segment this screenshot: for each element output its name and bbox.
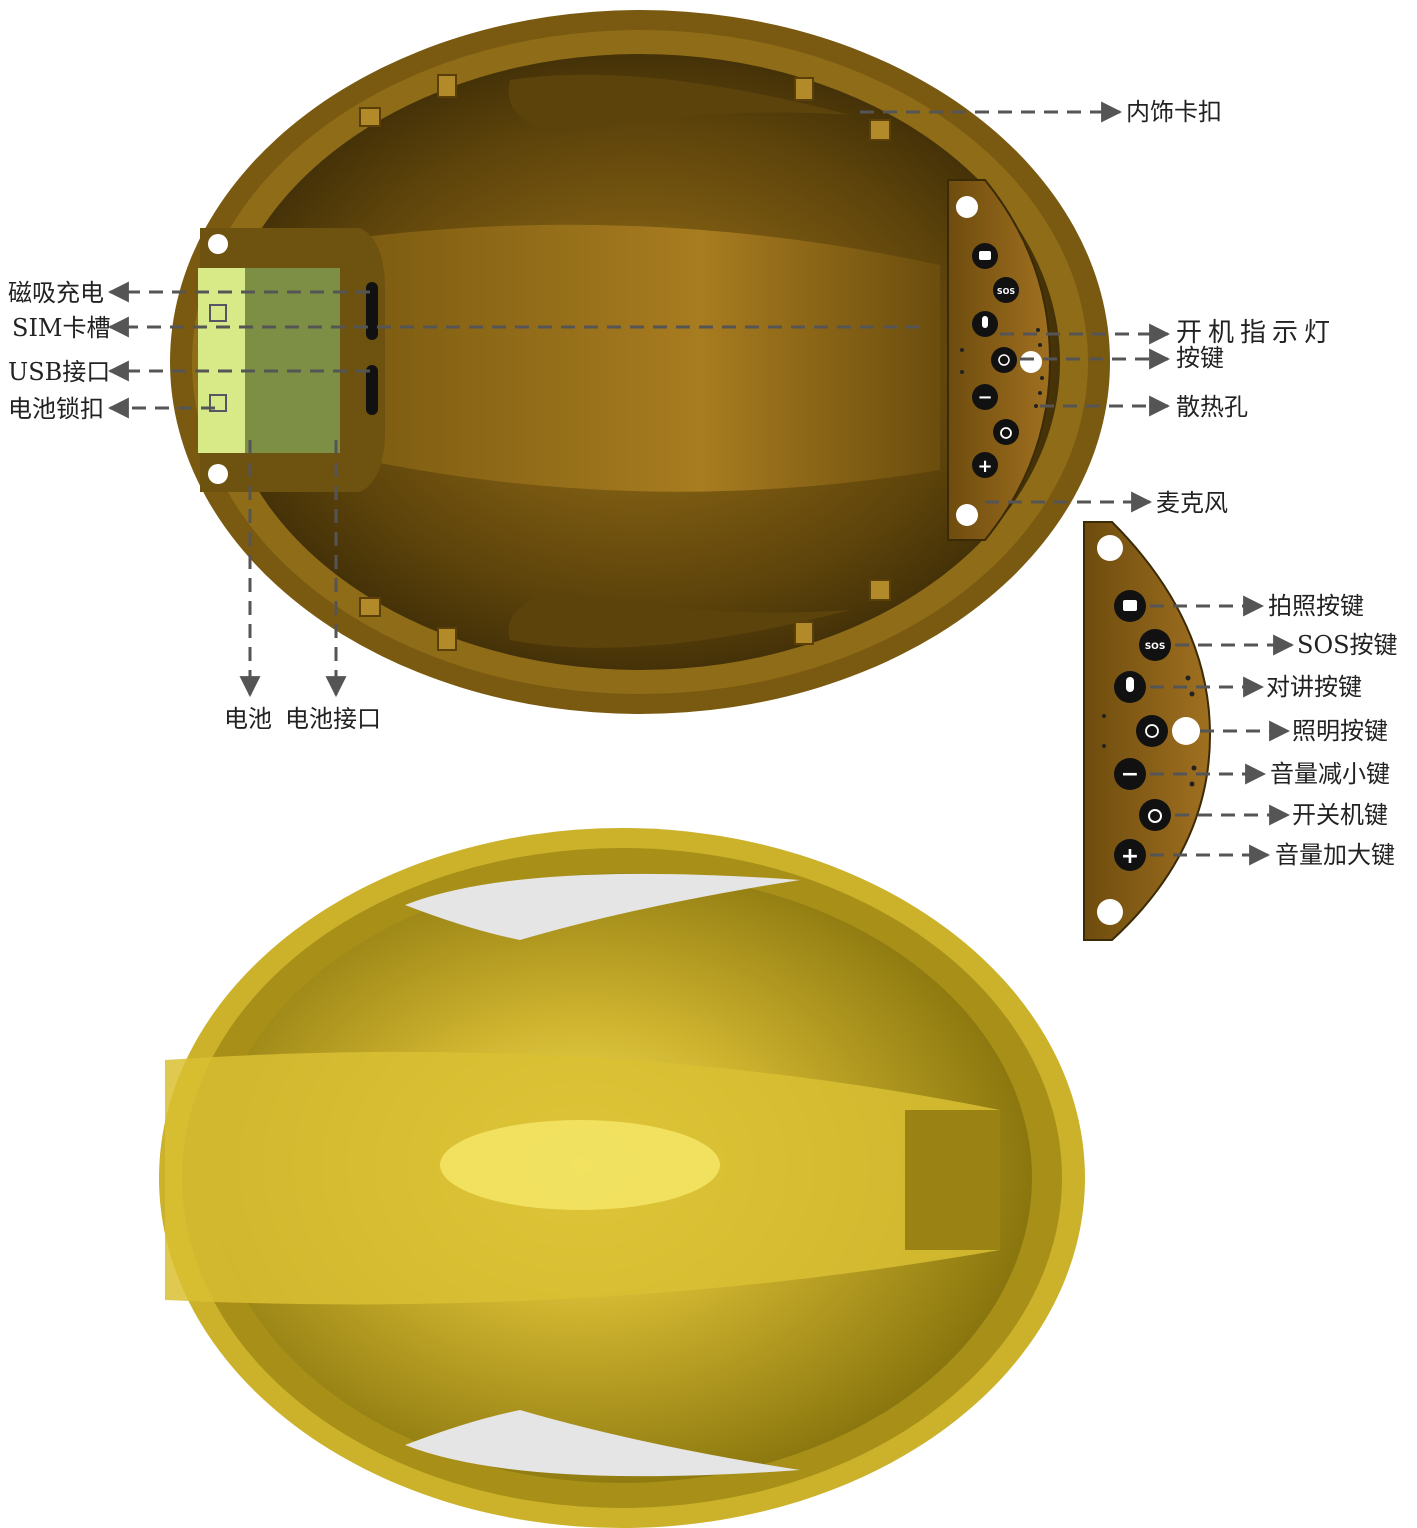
trim-clip — [360, 108, 380, 126]
button-hole — [1020, 351, 1042, 373]
light-icon — [991, 347, 1017, 373]
label-microphone: 麦克风 — [1156, 489, 1228, 517]
label-photo-button: 拍照按键 — [1268, 592, 1364, 620]
button-hole — [1172, 717, 1200, 745]
label-buttons: 按键 — [1176, 344, 1224, 372]
helmet-inner-view: SOS − + — [170, 10, 1110, 714]
microphone-icon-glyph — [982, 316, 988, 328]
label-power-button: 开关机键 — [1292, 801, 1388, 829]
power-icon — [1139, 799, 1171, 831]
sos-label: SOS — [997, 287, 1016, 296]
trim-clip — [438, 75, 456, 97]
minus-glyph: − — [977, 387, 992, 408]
label-battery: 电池 — [224, 705, 272, 733]
battery-pack — [245, 268, 340, 453]
trim-clip — [795, 622, 813, 644]
mount-hole — [1097, 899, 1123, 925]
trim-clip — [870, 120, 890, 140]
battery-lock-strip — [198, 268, 248, 453]
label-trim-clip: 内饰卡扣 — [1126, 98, 1222, 126]
minus-glyph: − — [1121, 762, 1139, 787]
microphone-icon-glyph — [1126, 677, 1134, 692]
center-ridge — [340, 225, 940, 492]
label-light-button: 照明按键 — [1292, 717, 1388, 745]
trim-clip — [360, 598, 380, 616]
dome-highlight — [440, 1120, 720, 1210]
plus-glyph: + — [1121, 844, 1139, 869]
mount-hole — [956, 504, 978, 526]
camera-icon-glyph — [1123, 600, 1137, 611]
power-icon — [993, 419, 1019, 445]
label-volume-up: 音量加大键 — [1275, 841, 1395, 869]
panel-detail: SOS − + — [1084, 522, 1210, 940]
label-vent-holes: 散热孔 — [1176, 393, 1248, 421]
label-sos-button: SOS按键 — [1297, 631, 1398, 659]
trim-clip — [795, 78, 813, 100]
mount-hole — [956, 196, 978, 218]
trim-clip — [870, 580, 890, 600]
label-battery-port: 电池接口 — [285, 705, 381, 733]
label-sim-slot: SIM卡槽 — [12, 314, 111, 342]
mount-hole — [1097, 535, 1123, 561]
helmet-outer-view — [159, 828, 1085, 1528]
trim-clip — [438, 628, 456, 650]
light-icon — [1136, 715, 1168, 747]
label-talk-button: 对讲按键 — [1266, 673, 1362, 701]
mount-hole — [208, 234, 228, 254]
label-battery-lock: 电池锁扣 — [8, 395, 104, 423]
label-volume-down: 音量减小键 — [1270, 760, 1390, 788]
mount-hole — [208, 464, 228, 484]
sos-label: SOS — [1145, 642, 1166, 652]
label-magnetic-charging: 磁吸充电 — [8, 279, 104, 307]
camera-icon-glyph — [979, 251, 991, 260]
plus-glyph: + — [977, 456, 992, 477]
front-panel-face — [905, 1110, 1000, 1250]
label-usb-port: USB接口 — [8, 358, 110, 386]
